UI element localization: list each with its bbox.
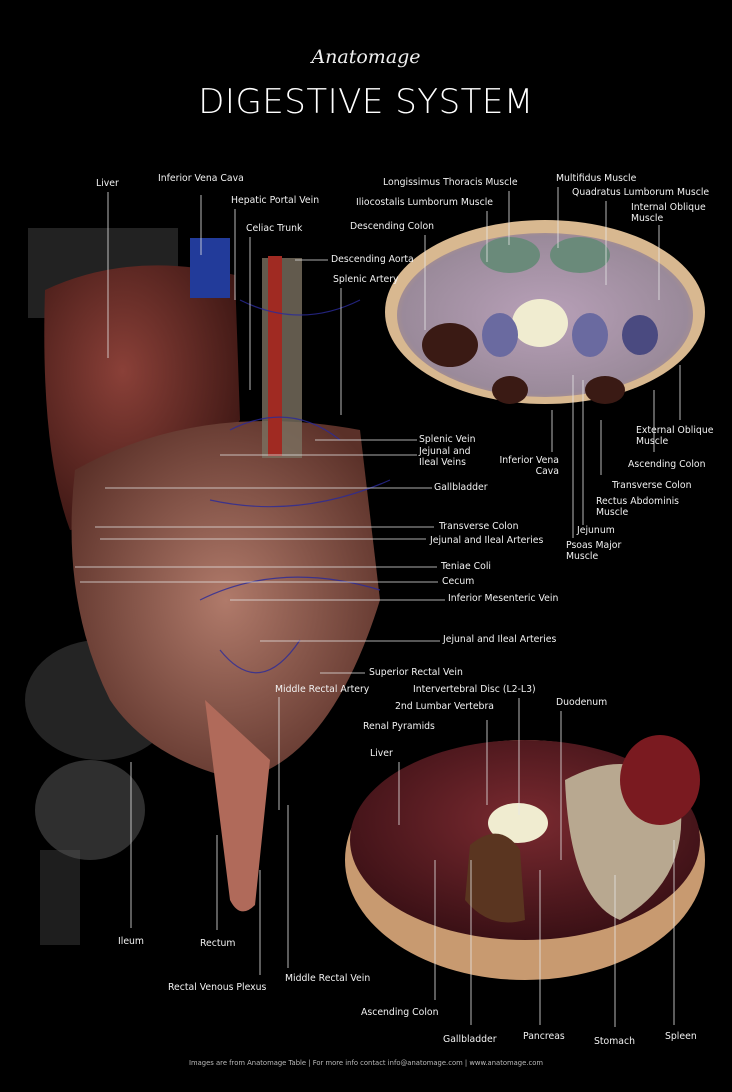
label-jejunum: Jejunum xyxy=(577,525,615,536)
label-longissimus-thoracis: Longissimus Thoracis Muscle xyxy=(383,177,518,188)
label-renal-pyramids: Renal Pyramids xyxy=(363,721,435,732)
label-cecum: Cecum xyxy=(442,576,475,587)
label-inferior-vena-cava: Inferior Vena Cava xyxy=(158,173,244,184)
label-rectum: Rectum xyxy=(200,938,236,949)
label-2nd-lumbar-vertebra: 2nd Lumbar Vertebra xyxy=(395,701,494,712)
label-descending-aorta: Descending Aorta xyxy=(331,254,414,265)
anatomage-logo: Anatomage xyxy=(311,46,421,68)
label-spleen: Spleen xyxy=(665,1031,697,1042)
abdominal-organs-figure xyxy=(25,228,391,945)
abdominal-cross-section xyxy=(385,220,705,404)
label-splenic-artery: Splenic Artery xyxy=(333,274,399,285)
label-transverse-colon-cs: Transverse Colon xyxy=(612,480,692,491)
label-line: Rectus Abdominis xyxy=(596,496,680,507)
label-middle-rectal-vein: Middle Rectal Vein xyxy=(285,973,371,984)
label-line: Inferior Vena xyxy=(499,455,559,466)
label-ascending-colon: Ascending Colon xyxy=(628,459,706,470)
label-iliocostalis-lumborum: Iliocostalis Lumborum Muscle xyxy=(356,197,493,208)
label-rectal-venous-plexus: Rectal Venous Plexus xyxy=(168,982,267,993)
label-middle-rectal-artery: Middle Rectal Artery xyxy=(275,684,370,695)
label-ascending-colon-slice: Ascending Colon xyxy=(361,1007,439,1018)
leader-lines xyxy=(75,187,681,1027)
label-teniae-coli: Teniae Coli xyxy=(441,561,492,572)
footer-credits: Images are from Anatomage Table | For mo… xyxy=(189,1059,543,1067)
label-line: External Oblique xyxy=(636,425,714,436)
label-line: Jejunal and xyxy=(419,446,471,457)
label-line: Muscle xyxy=(596,507,629,518)
label-gallbladder-slice: Gallbladder xyxy=(443,1034,497,1045)
label-transverse-colon: Transverse Colon xyxy=(439,521,519,532)
label-duodenum: Duodenum xyxy=(556,697,608,708)
label-ileum: Ileum xyxy=(118,936,144,947)
label-liver-slice: Liver xyxy=(370,748,393,759)
label-jejunal-ileal-arteries-lower: Jejunal and Ileal Arteries xyxy=(443,634,557,645)
label-multifidus: Multifidus Muscle xyxy=(556,173,637,184)
label-inferior-mesenteric-vein: Inferior Mesenteric Vein xyxy=(448,593,559,604)
label-jejunal-ileal-arteries: Jejunal and Ileal Arteries xyxy=(430,535,544,546)
label-line: Ileal Veins xyxy=(419,457,466,468)
label-gallbladder: Gallbladder xyxy=(434,482,488,493)
label-quadratus-lumborum: Quadratus Lumborum Muscle xyxy=(572,187,710,198)
label-descending-colon: Descending Colon xyxy=(350,221,435,232)
label-line: Internal Oblique xyxy=(631,202,706,213)
label-stomach: Stomach xyxy=(594,1036,635,1047)
label-pancreas: Pancreas xyxy=(523,1031,565,1042)
label-liver: Liver xyxy=(96,178,119,189)
label-splenic-vein: Splenic Vein xyxy=(419,434,476,445)
label-intervertebral-disc: Intervertebral Disc (L2-L3) xyxy=(413,684,536,695)
label-line: Cava xyxy=(535,466,559,477)
label-hepatic-portal-vein: Hepatic Portal Vein xyxy=(231,195,320,206)
label-line: Psoas Major xyxy=(566,540,622,551)
label-superior-rectal-vein: Superior Rectal Vein xyxy=(369,667,463,678)
label-line: Muscle xyxy=(566,551,599,562)
label-celiac-trunk: Celiac Trunk xyxy=(246,223,303,234)
label-line: Muscle xyxy=(636,436,669,447)
page-title: DIGESTIVE SYSTEM xyxy=(198,82,534,122)
label-line: Muscle xyxy=(631,213,664,224)
